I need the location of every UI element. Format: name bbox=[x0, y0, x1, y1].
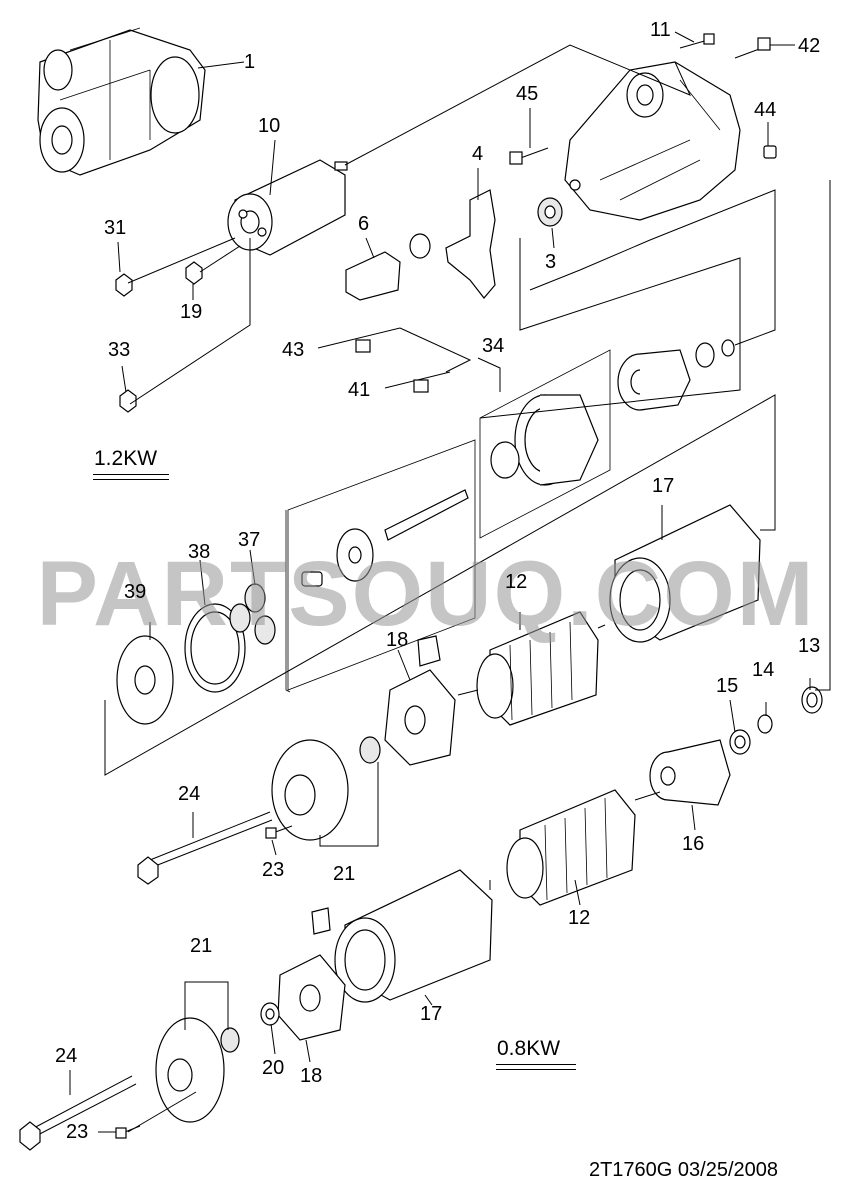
washer-13-drawing bbox=[801, 686, 823, 714]
armature-12-bottom-drawing bbox=[506, 789, 661, 906]
planetary-gear-group-box bbox=[285, 349, 611, 693]
part-label-41: 41 bbox=[348, 379, 371, 401]
bolt-45-drawing bbox=[509, 147, 549, 165]
yoke-17-bottom-drawing bbox=[334, 869, 493, 1003]
bolt-24-top-drawing bbox=[137, 811, 273, 885]
leader-lines bbox=[69, 31, 831, 1133]
solenoid-drawing bbox=[227, 159, 348, 256]
power-label-bottom: 0.8KW bbox=[497, 1037, 561, 1060]
cover-39-drawing bbox=[116, 635, 174, 725]
part-label-38: 38 bbox=[188, 541, 211, 563]
yoke-17-top-drawing bbox=[609, 504, 761, 643]
part-label-10: 10 bbox=[258, 115, 281, 137]
washer-14-drawing bbox=[757, 714, 773, 734]
gears-37-drawing bbox=[229, 583, 276, 645]
part-label-44: 44 bbox=[754, 99, 777, 121]
end-frame-21-top-drawing bbox=[271, 736, 381, 841]
plug-44-drawing bbox=[763, 145, 777, 159]
part-label-43: 43 bbox=[282, 339, 305, 361]
part-label-11: 11 bbox=[650, 19, 671, 41]
part-label-21-top: 21 bbox=[333, 863, 356, 885]
bolt-11-drawing bbox=[679, 33, 715, 49]
part-label-14: 14 bbox=[752, 659, 775, 681]
bolt-42-drawing bbox=[734, 37, 771, 59]
washer-15-drawing bbox=[729, 729, 751, 755]
watermark: PARTSOUQ.COM bbox=[36, 543, 816, 645]
part-label-24-top: 24 bbox=[178, 783, 201, 805]
part-label-4: 4 bbox=[472, 143, 484, 165]
part-label-3: 3 bbox=[545, 251, 557, 273]
ring-gear-drawing bbox=[490, 394, 599, 486]
power-label-top: 1.2KW bbox=[94, 447, 158, 470]
ring-38-drawing bbox=[184, 603, 246, 693]
part-label-16: 16 bbox=[682, 833, 705, 855]
part-label-34: 34 bbox=[482, 335, 505, 357]
part-label-12-top: 12 bbox=[505, 571, 528, 593]
bolt-43-drawing bbox=[317, 327, 401, 353]
part-label-17-top: 17 bbox=[652, 475, 675, 497]
bolt-41-drawing bbox=[384, 371, 451, 393]
drive-end-housing-drawing bbox=[564, 61, 741, 221]
drive-clutch-drawing bbox=[617, 339, 735, 411]
brush-holder-18-top-drawing bbox=[384, 635, 456, 766]
part-label-12-bottom: 12 bbox=[568, 907, 591, 929]
washer-20-drawing bbox=[260, 1002, 280, 1026]
part-label-20: 20 bbox=[262, 1057, 285, 1079]
part-label-18-bottom: 18 bbox=[300, 1065, 323, 1087]
part-label-23-bottom: 23 bbox=[66, 1121, 89, 1143]
screw-23-top-drawing bbox=[265, 825, 293, 839]
power-underline-bottom bbox=[496, 1064, 576, 1065]
part-label-45: 45 bbox=[516, 83, 539, 105]
part-label-33: 33 bbox=[108, 339, 131, 361]
bolt-24-bottom-drawing bbox=[19, 1075, 137, 1151]
part-label-18-top: 18 bbox=[386, 629, 409, 651]
power-underline-bottom-2 bbox=[496, 1069, 576, 1070]
nut-33-drawing bbox=[119, 389, 137, 413]
bracket-6-drawing bbox=[345, 251, 401, 301]
end-frame-21-bottom-drawing bbox=[155, 1017, 240, 1123]
part-label-42: 42 bbox=[798, 35, 821, 57]
part-label-31: 31 bbox=[104, 217, 127, 239]
drive-16-drawing bbox=[649, 739, 731, 806]
power-underline-top bbox=[93, 474, 169, 475]
part-label-21-bottom: 21 bbox=[190, 935, 213, 957]
part-label-37: 37 bbox=[238, 529, 261, 551]
part-label-24-bottom: 24 bbox=[55, 1045, 78, 1067]
part-label-13: 13 bbox=[798, 635, 821, 657]
drawing-code-date: 2T1760G 03/25/2008 bbox=[588, 1159, 778, 1181]
part-label-15: 15 bbox=[716, 675, 739, 697]
lever-4-drawing bbox=[409, 189, 496, 299]
part-label-19: 19 bbox=[180, 301, 203, 323]
shaft-drawing bbox=[301, 489, 469, 587]
part-label-39: 39 bbox=[124, 581, 147, 603]
pinion-3-drawing bbox=[537, 197, 563, 227]
part-label-1: 1 bbox=[244, 51, 256, 73]
part-label-17-bottom: 17 bbox=[420, 1003, 443, 1025]
nut-19-drawing bbox=[185, 261, 203, 285]
brush-holder-18-bottom-drawing bbox=[277, 907, 346, 1041]
starter-assembly-drawing bbox=[37, 27, 206, 176]
nut-31-drawing bbox=[115, 273, 133, 297]
power-underline-top-2 bbox=[93, 479, 169, 480]
part-label-6: 6 bbox=[358, 213, 370, 235]
part-label-23-top: 23 bbox=[262, 859, 285, 881]
armature-12-top-drawing bbox=[457, 611, 606, 726]
